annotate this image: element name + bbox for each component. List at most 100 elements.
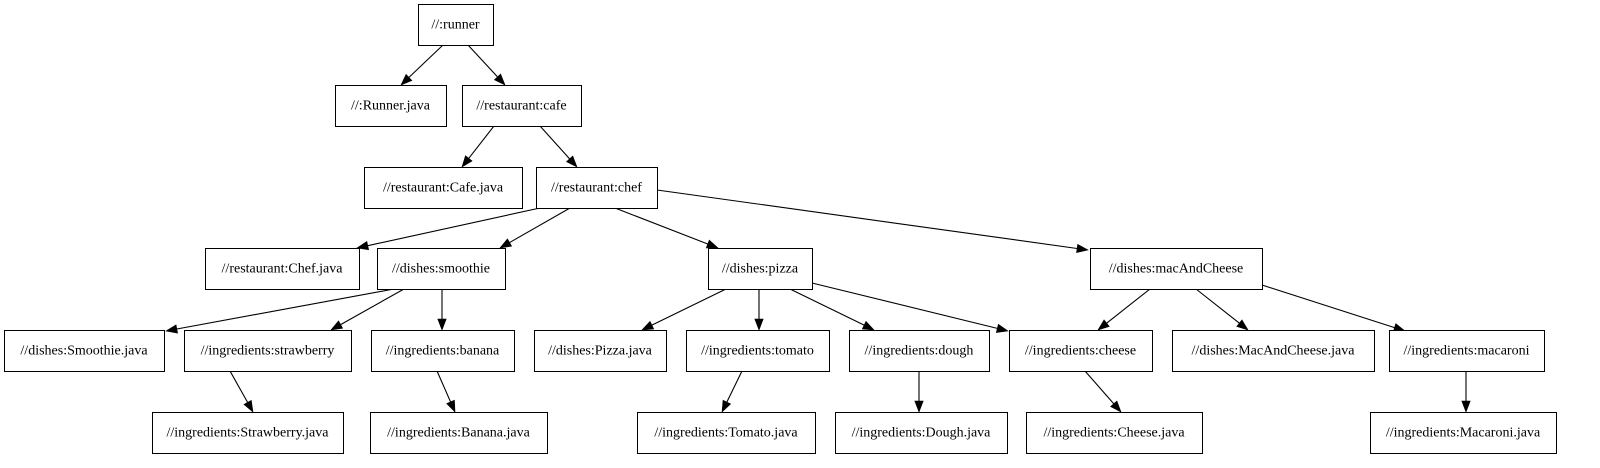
graph-edge [539, 125, 578, 168]
node-border [1026, 412, 1203, 454]
graph-edge [656, 189, 1089, 254]
graph-node-dishes-pizza-java[interactable]: //dishes:Pizza.java [534, 330, 667, 372]
node-border [835, 412, 1008, 454]
graph-edge [499, 207, 571, 249]
graph-node-ing-macaroni[interactable]: //ingredients:macaroni [1389, 330, 1545, 372]
graph-edge [467, 44, 506, 86]
graph-edge [436, 370, 456, 413]
graph-node-ing-tomato-java[interactable]: //ingredients:Tomato.java [637, 412, 816, 454]
graph-edge [1084, 370, 1122, 413]
graph-edge [811, 282, 1009, 333]
arrowhead-icon [1110, 400, 1122, 413]
node-border [184, 330, 352, 372]
graph-node-dishes-pizza[interactable]: //dishes:pizza [708, 248, 813, 290]
graph-edge [789, 288, 875, 331]
arrowhead-icon [243, 399, 254, 413]
graph-node-ing-banana[interactable]: //ingredients:banana [371, 330, 515, 372]
node-label: //ingredients:banana [386, 344, 500, 359]
node-border [335, 85, 447, 127]
node-border [377, 248, 506, 290]
node-border [708, 248, 813, 290]
node-label: //restaurant:chef [551, 181, 642, 196]
edge-layer [165, 44, 1471, 413]
graph-node-runner-java[interactable]: //:Runner.java [335, 85, 447, 127]
edge-shaft [1084, 370, 1115, 405]
graph-node-restaurant-chef[interactable]: //restaurant:chef [536, 167, 658, 209]
graph-node-ing-banana-java[interactable]: //ingredients:Banana.java [370, 412, 548, 454]
graph-node-ing-tomato[interactable]: //ingredients:tomato [686, 330, 830, 372]
edge-shaft [656, 189, 1078, 250]
arrowhead-icon [1097, 319, 1110, 331]
arrowhead-icon [493, 73, 506, 86]
graph-edge [461, 125, 495, 168]
arrowhead-icon [995, 323, 1009, 333]
graph-node-dishes-smoothie[interactable]: //dishes:smoothie [377, 248, 506, 290]
graph-edge [165, 288, 395, 334]
graph-node-ing-macaroni-java[interactable]: //ingredients:Macaroni.java [1370, 412, 1557, 454]
graph-node-ing-strawberry[interactable]: //ingredients:strawberry [184, 330, 352, 372]
graph-edge [330, 288, 405, 331]
arrowhead-icon [461, 155, 473, 168]
arrowhead-icon [400, 73, 413, 86]
arrowhead-icon [914, 400, 924, 413]
arrowhead-icon [1236, 319, 1249, 331]
edge-shaft [811, 282, 998, 329]
node-label: //ingredients:macaroni [1404, 344, 1530, 359]
edge-shaft [651, 288, 727, 326]
node-border [637, 412, 816, 454]
node-border [849, 330, 990, 372]
arrowhead-icon [565, 155, 578, 168]
edge-shaft [509, 207, 571, 244]
edge-shaft [726, 370, 743, 403]
arrowhead-icon [754, 318, 764, 331]
graph-node-dishes-smoothie-java[interactable]: //dishes:Smoothie.java [4, 330, 165, 372]
node-label: //dishes:macAndCheese [1109, 262, 1244, 277]
node-border [1090, 248, 1263, 290]
arrowhead-icon [446, 399, 456, 413]
arrowhead-icon [641, 320, 655, 331]
node-label: //restaurant:Cafe.java [383, 181, 504, 196]
graph-edge [400, 44, 444, 86]
node-label: //ingredients:dough [865, 344, 974, 359]
node-border [1370, 412, 1557, 454]
node-label: //dishes:Pizza.java [548, 344, 653, 359]
graph-node-restaurant-cafe-java[interactable]: //restaurant:Cafe.java [364, 167, 523, 209]
graph-node-restaurant-cafe[interactable]: //restaurant:cafe [462, 85, 582, 127]
edge-shaft [367, 207, 541, 247]
arrowhead-icon [861, 320, 875, 331]
arrowhead-icon [705, 239, 719, 249]
graph-node-ing-strawberry-java[interactable]: //ingredients:Strawberry.java [152, 412, 344, 454]
arrowhead-icon [437, 318, 447, 331]
node-label: //ingredients:Dough.java [852, 426, 992, 441]
graph-node-ing-cheese-java[interactable]: //ingredients:Cheese.java [1026, 412, 1203, 454]
node-border [364, 167, 523, 209]
graph-edge [614, 207, 719, 249]
graph-node-dishes-macandcheese[interactable]: //dishes:macAndCheese [1090, 248, 1263, 290]
graph-node-runner[interactable]: //:runner [418, 4, 494, 46]
node-border [205, 248, 360, 290]
graph-edge [356, 207, 541, 251]
edge-shaft [340, 288, 405, 326]
node-label: //ingredients:cheese [1025, 344, 1136, 359]
graph-node-dishes-mac-java[interactable]: //dishes:MacAndCheese.java [1172, 330, 1375, 372]
graph-node-ing-dough[interactable]: //ingredients:dough [849, 330, 990, 372]
node-label: //ingredients:Macaroni.java [1386, 426, 1541, 441]
graph-node-ing-cheese[interactable]: //ingredients:cheese [1009, 330, 1153, 372]
arrowhead-icon [1461, 400, 1471, 413]
graph-node-restaurant-chef-java[interactable]: //restaurant:Chef.java [205, 248, 360, 290]
edge-shaft [1195, 288, 1240, 324]
node-border [370, 412, 548, 454]
node-border [418, 4, 494, 46]
node-border [152, 412, 344, 454]
edge-shaft [1261, 284, 1395, 329]
graph-edge [641, 288, 727, 331]
node-border [371, 330, 515, 372]
node-label: //restaurant:Chef.java [222, 262, 344, 277]
edge-shaft [1106, 288, 1151, 324]
graph-node-ing-dough-java[interactable]: //ingredients:Dough.java [835, 412, 1008, 454]
edge-shaft [539, 125, 571, 160]
node-label: //dishes:pizza [722, 262, 799, 277]
edge-shaft [408, 44, 444, 78]
